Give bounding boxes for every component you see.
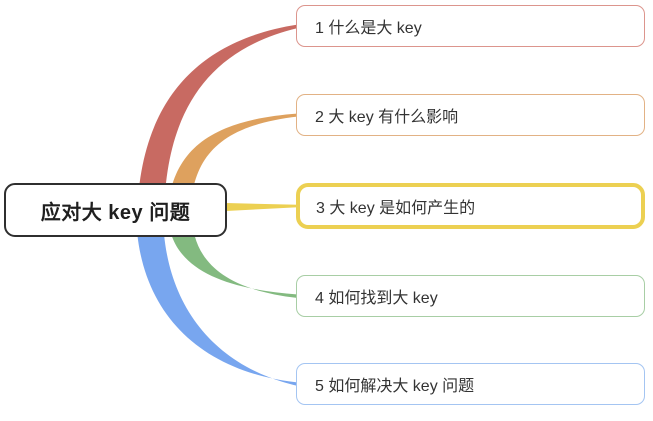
- branch-node-4[interactable]: 4 如何找到大 key: [296, 275, 645, 317]
- root-topic-label: 应对大 key 问题: [40, 201, 191, 224]
- root-topic-node[interactable]: 应对大 key 问题: [4, 183, 227, 237]
- branch-node-2[interactable]: 2 大 key 有什么影响: [296, 94, 645, 136]
- branch-node-4-label: 4 如何找到大 key: [315, 290, 438, 307]
- branch-node-1[interactable]: 1 什么是大 key: [296, 5, 645, 47]
- branch-node-5-label: 5 如何解决大 key 问题: [315, 378, 475, 395]
- branch-curve-5: [136, 212, 298, 386]
- branch-node-1-label: 1 什么是大 key: [315, 20, 422, 37]
- branch-node-3-label: 3 大 key 是如何产生的: [316, 200, 476, 217]
- branch-node-2-label: 2 大 key 有什么影响: [315, 109, 459, 126]
- branch-node-5[interactable]: 5 如何解决大 key 问题: [296, 363, 645, 405]
- branch-node-3-highlighted[interactable]: 3 大 key 是如何产生的: [296, 183, 645, 229]
- branch-curve-3: [226, 203, 298, 211]
